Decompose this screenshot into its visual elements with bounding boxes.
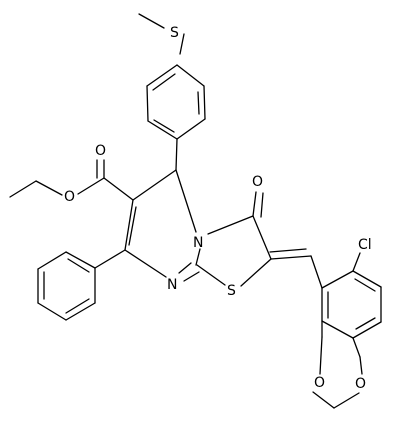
atom-o-ketone: O xyxy=(252,174,263,190)
atom-n-ring: N xyxy=(193,235,203,251)
methylthio-group xyxy=(138,13,185,55)
methylthiophenyl-ring xyxy=(146,64,206,171)
pyrimidine-ring xyxy=(124,169,201,282)
atom-o-ester-carbonyl: O xyxy=(95,143,106,159)
dioxole-ring xyxy=(319,336,363,375)
atom-cl: Cl xyxy=(358,237,372,253)
atom-o-dioxole-left: O xyxy=(314,375,325,391)
ethyl-ester-group xyxy=(9,159,134,201)
phenyl-ring xyxy=(37,249,126,321)
atom-o-ester-ether: O xyxy=(64,189,75,205)
atom-n-imine: N xyxy=(167,277,177,293)
chlorobenzodioxolyl-methylene-group xyxy=(269,248,382,409)
thiazolone-ring xyxy=(196,191,272,287)
atom-s-ring: S xyxy=(227,283,236,299)
atom-labels: S O O N N S O Cl O O xyxy=(64,25,372,392)
atom-s-methylthio: S xyxy=(170,25,179,41)
atom-o-dioxole-right: O xyxy=(355,376,366,392)
